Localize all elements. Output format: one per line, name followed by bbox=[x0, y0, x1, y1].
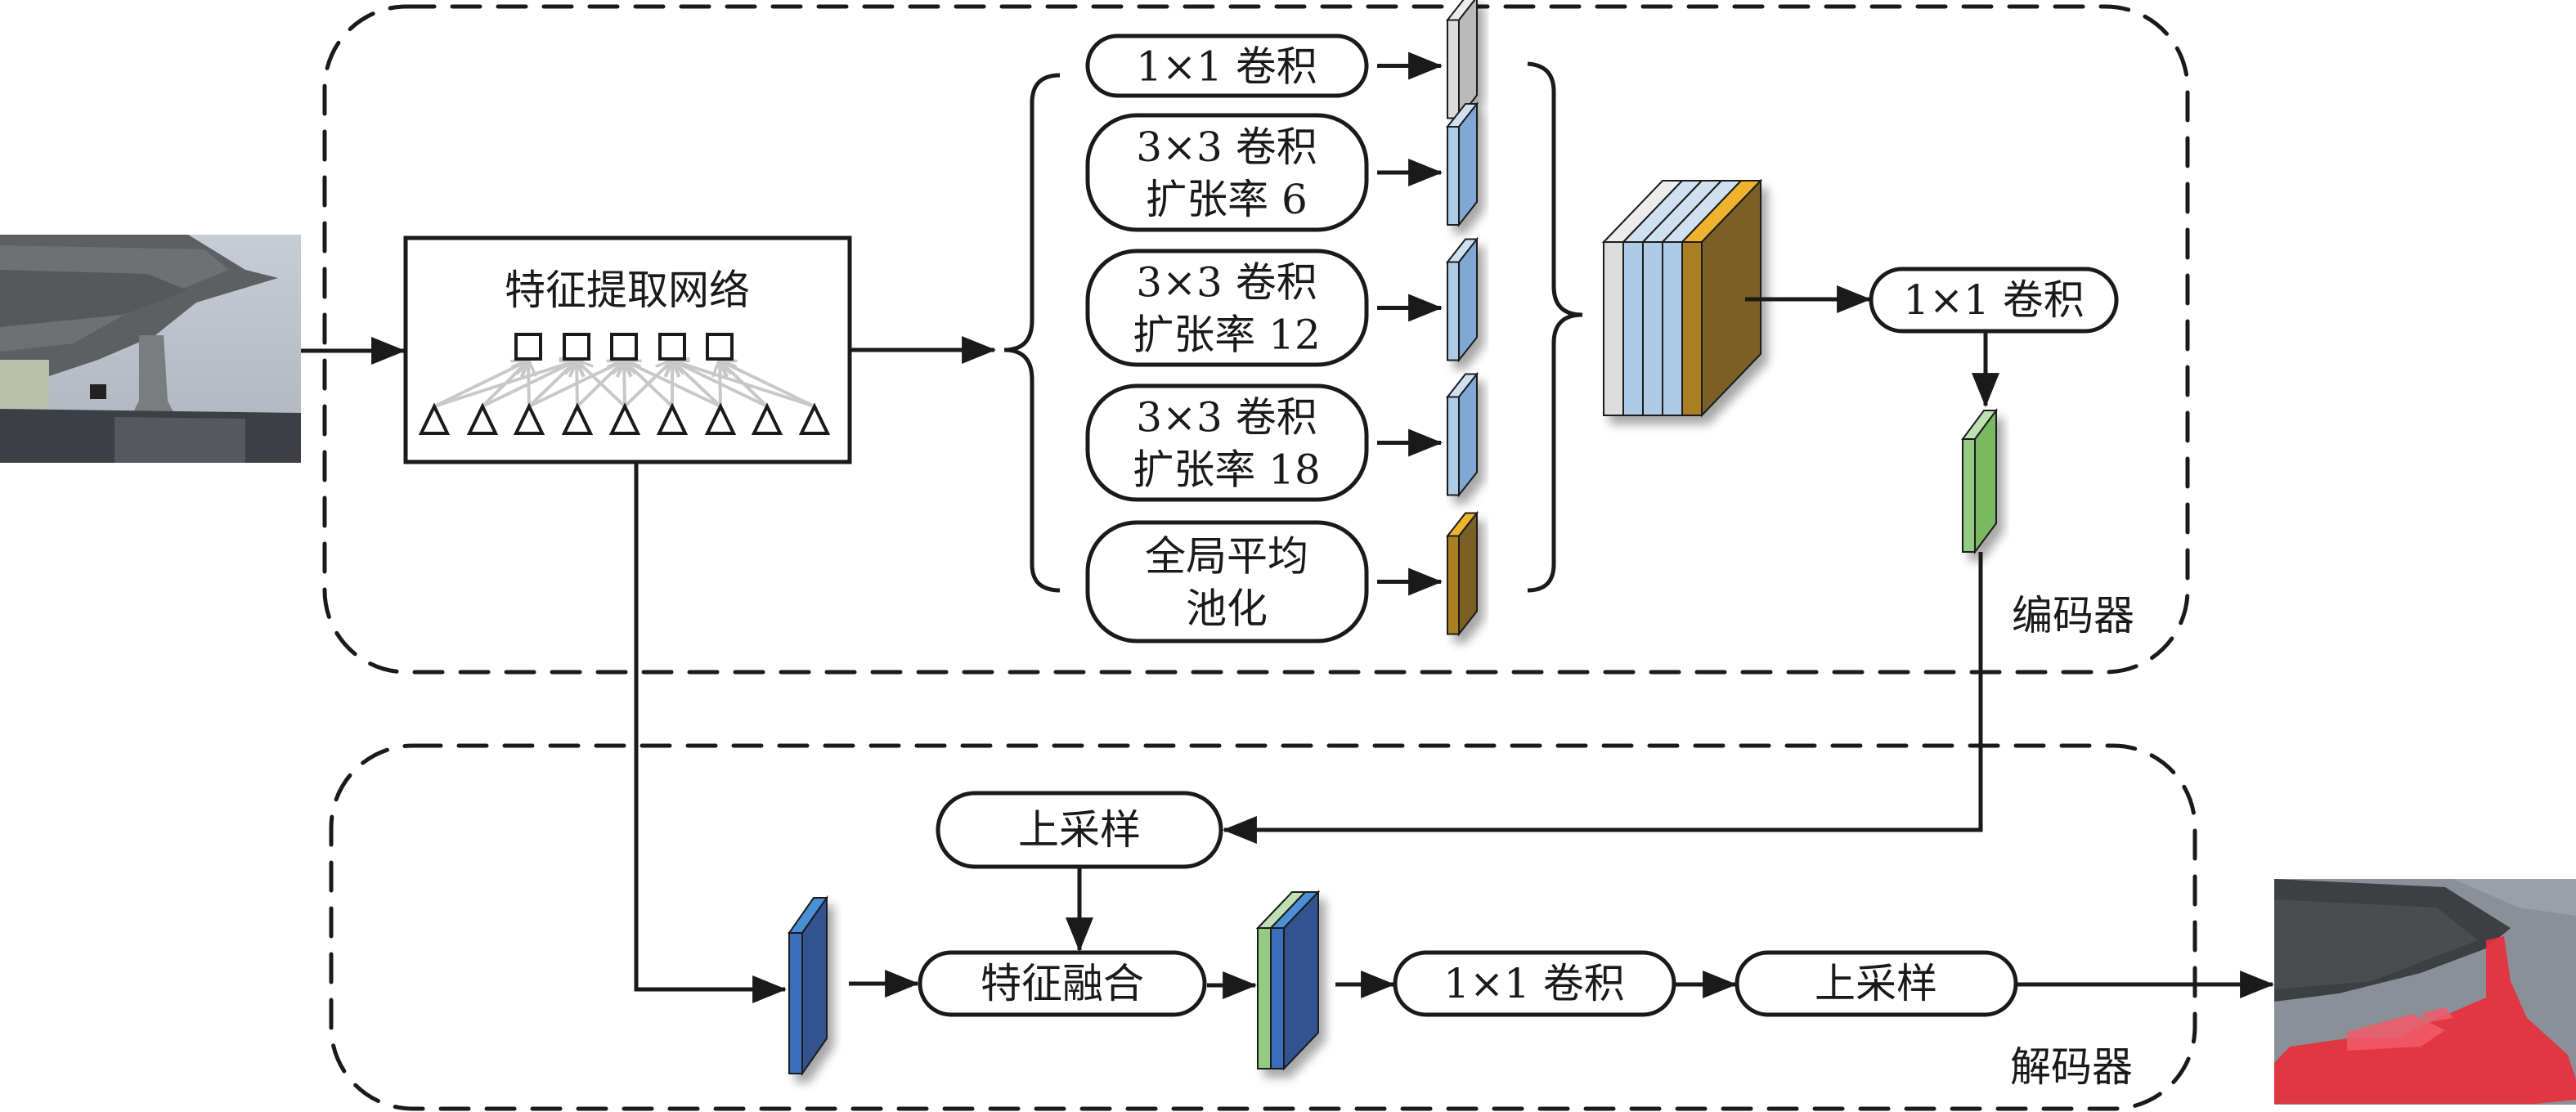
branch-output-block bbox=[1445, 510, 1479, 637]
output-neuron bbox=[514, 333, 542, 361]
encoder-region bbox=[322, 4, 2190, 675]
output-neuron bbox=[563, 333, 590, 361]
aspp-branch-label: 扩张率 6 bbox=[1146, 176, 1308, 223]
low-level-skip-line bbox=[634, 462, 788, 1003]
encoder-output-block bbox=[1961, 407, 1998, 555]
feature-network-label: 特征提取网络 bbox=[505, 267, 750, 314]
feature-fusion-label: 特征融合 bbox=[981, 960, 1144, 1007]
aspp-branch-label: 池化 bbox=[1186, 585, 1268, 633]
branch-output-block bbox=[1445, 0, 1478, 121]
aspp-branch-box bbox=[1085, 34, 1369, 98]
aspp-branch-box bbox=[1085, 383, 1369, 502]
neuron-link bbox=[528, 361, 529, 407]
output-neuron bbox=[610, 333, 638, 361]
branch-output-block-wrap bbox=[1445, 236, 1479, 363]
input-neuron bbox=[513, 402, 545, 435]
concat-layer-light-blue bbox=[1660, 180, 1744, 416]
blue-feature-slab bbox=[788, 895, 828, 1077]
aspp-branch-label: 全局平均 bbox=[1145, 533, 1308, 581]
input-neuron bbox=[418, 402, 451, 435]
decoder-label: 解码器 bbox=[2010, 1043, 2133, 1091]
input-neuron bbox=[656, 402, 689, 435]
input-neuron bbox=[561, 402, 594, 435]
upsample-node-2: 上采样 bbox=[1735, 950, 2018, 1017]
input-image bbox=[0, 235, 301, 463]
encoder-conv1x1-node: 1×1 卷积 bbox=[1869, 267, 2119, 334]
neuron-link bbox=[672, 361, 815, 408]
branch-output-block-wrap bbox=[1445, 101, 1479, 227]
green-feature-slab bbox=[1961, 407, 1998, 555]
fused-layer-blue bbox=[1268, 890, 1321, 1071]
upsample-1-label: 上采样 bbox=[1018, 806, 1141, 854]
branch-output-block bbox=[1445, 101, 1479, 227]
aspp-branch-box bbox=[1085, 520, 1369, 643]
aspp-branch-box bbox=[1085, 249, 1369, 367]
aspp-branch-label: 3×3 卷积 bbox=[1136, 123, 1317, 171]
input-neuron bbox=[466, 402, 499, 435]
aspp-right-brace bbox=[1527, 61, 1583, 593]
neuron-link bbox=[624, 361, 721, 408]
aspp-branch-label: 扩张率 18 bbox=[1133, 446, 1321, 494]
decoder-region bbox=[329, 743, 2197, 1111]
concat-layer-gray bbox=[1601, 180, 1685, 416]
neuron-link bbox=[624, 361, 625, 407]
input-neuron bbox=[798, 402, 831, 435]
aspp-branch-label: 3×3 卷积 bbox=[1136, 394, 1317, 442]
aspp-branch-label: 1×1 卷积 bbox=[1136, 43, 1317, 91]
branch-output-block-wrap bbox=[1445, 371, 1479, 498]
upsample-2-label: 上采样 bbox=[1815, 960, 1937, 1007]
branch-output-block bbox=[1445, 371, 1479, 498]
branch-output-block bbox=[1445, 236, 1479, 363]
aspp-branch-box bbox=[1085, 113, 1369, 232]
low-level-feature-block bbox=[788, 895, 828, 1077]
neuron-link bbox=[720, 361, 815, 408]
output-neuron bbox=[706, 333, 734, 361]
output-segmentation-image bbox=[2274, 879, 2576, 1105]
fused-feature-block bbox=[1255, 890, 1321, 1071]
neuron-link bbox=[577, 361, 626, 408]
aspp-branch-label: 扩张率 12 bbox=[1133, 312, 1321, 359]
segmentation-mask bbox=[2274, 936, 2576, 1104]
input-neuron bbox=[608, 402, 641, 435]
input-neuron bbox=[704, 402, 737, 435]
concat-layer-ochre bbox=[1680, 178, 1763, 418]
decoder-conv1x1-node: 1×1 卷积 bbox=[1393, 950, 1676, 1017]
input-neuron bbox=[751, 402, 783, 435]
decoder-conv1x1-label: 1×1 卷积 bbox=[1443, 960, 1624, 1007]
feature-extraction-network: 特征提取网络 bbox=[403, 235, 852, 464]
aspp-left-brace bbox=[1003, 73, 1061, 593]
encoder-to-upsample-line bbox=[1222, 552, 1983, 844]
neuron-graph bbox=[418, 333, 831, 435]
upsample-node-1: 上采样 bbox=[936, 791, 1223, 869]
output-neuron bbox=[658, 333, 686, 361]
aspp-branch-label: 3×3 卷积 bbox=[1136, 259, 1317, 307]
encoder-label: 编码器 bbox=[2012, 592, 2134, 639]
concat-feature-block bbox=[1601, 178, 1763, 418]
encoder-conv1x1-label: 1×1 卷积 bbox=[1903, 276, 2084, 324]
concat-layer-light-blue bbox=[1640, 180, 1724, 416]
concat-layer-light-blue bbox=[1621, 180, 1704, 416]
branch-output-block-wrap bbox=[1445, 0, 1478, 121]
feature-fusion-node: 特征融合 bbox=[918, 950, 1207, 1017]
aspp-branch-conv1x1: 1×1 卷积 bbox=[1085, 0, 1478, 121]
branch-output-block-wrap bbox=[1445, 510, 1479, 637]
